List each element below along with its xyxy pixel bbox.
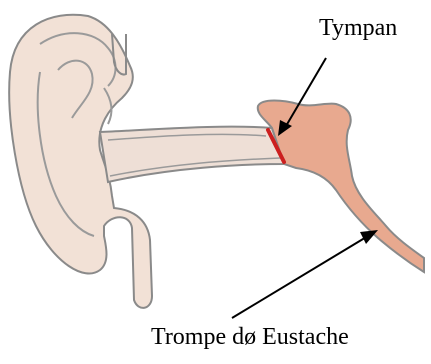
eustache-arrow [232,230,378,318]
tympan-label: Tympan [319,16,397,40]
eustachian-tube-label: Trompe dø Eustache [151,325,349,349]
